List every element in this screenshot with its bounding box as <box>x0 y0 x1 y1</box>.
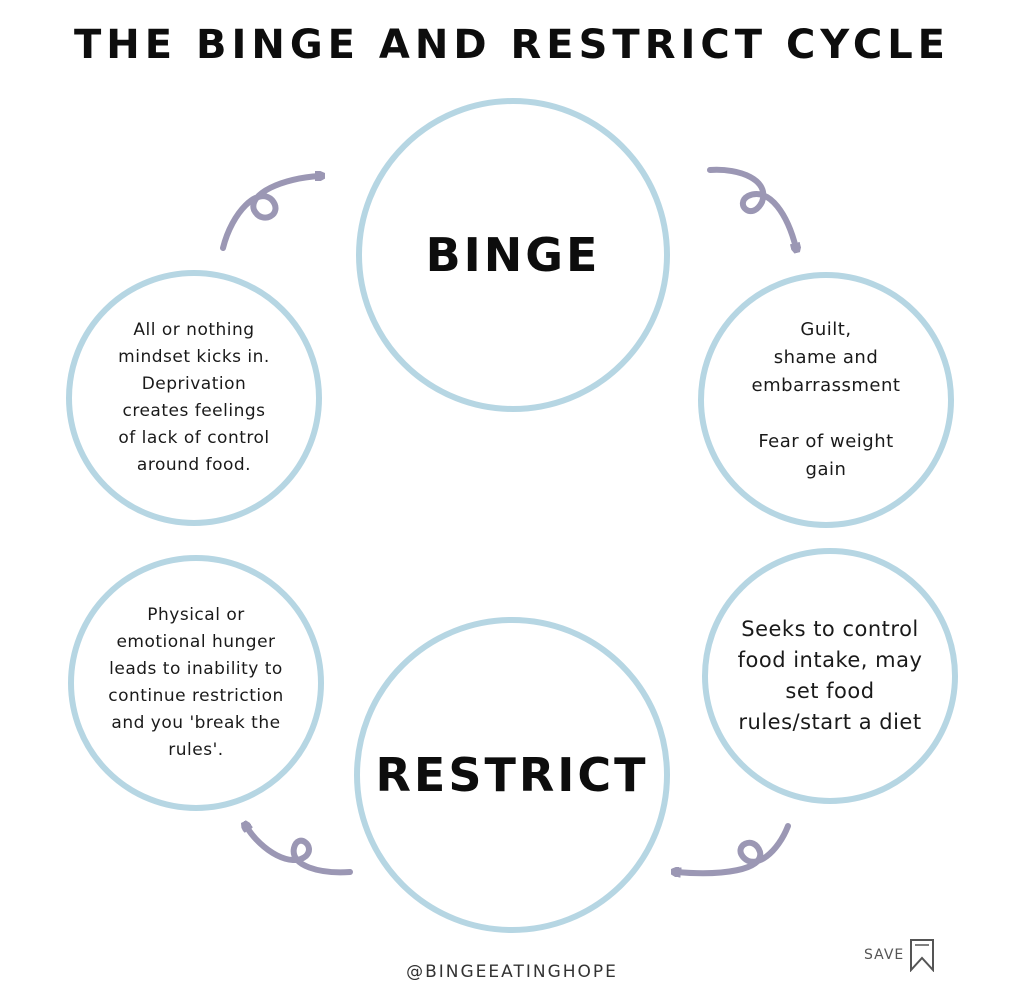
hunger-text: Physical or emotional hunger leads to in… <box>108 605 284 760</box>
mindset-node: All or nothing mindset kicks in. Depriva… <box>66 270 322 526</box>
curly-arrow-icon <box>676 823 791 873</box>
hunger-node: Physical or emotional hunger leads to in… <box>68 555 324 811</box>
binge-node: BINGE <box>356 98 670 412</box>
save-label: SAVE <box>864 947 905 963</box>
save-button[interactable]: SAVE <box>864 938 937 972</box>
curly-arrow-icon <box>220 176 320 251</box>
account-handle[interactable]: @BINGEEATINGHOPE <box>406 962 618 982</box>
mindset-text: All or nothing mindset kicks in. Depriva… <box>118 320 270 475</box>
curly-arrow-icon <box>246 826 353 876</box>
control-node: Seeks to control food intake, may set fo… <box>702 548 958 804</box>
curly-arrow-icon <box>707 166 796 248</box>
binge-label: BINGE <box>425 228 601 282</box>
guilt-text: Guilt, shame and embarrassment Fear of w… <box>751 319 901 480</box>
restrict-node: RESTRICT <box>354 617 670 933</box>
guilt-node: Guilt, shame and embarrassment Fear of w… <box>698 272 954 528</box>
page-title: THE BINGE AND RESTRICT CYCLE <box>73 22 951 68</box>
restrict-label: RESTRICT <box>375 748 649 802</box>
bookmark-icon <box>910 939 935 972</box>
control-text: Seeks to control food intake, may set fo… <box>737 617 923 734</box>
